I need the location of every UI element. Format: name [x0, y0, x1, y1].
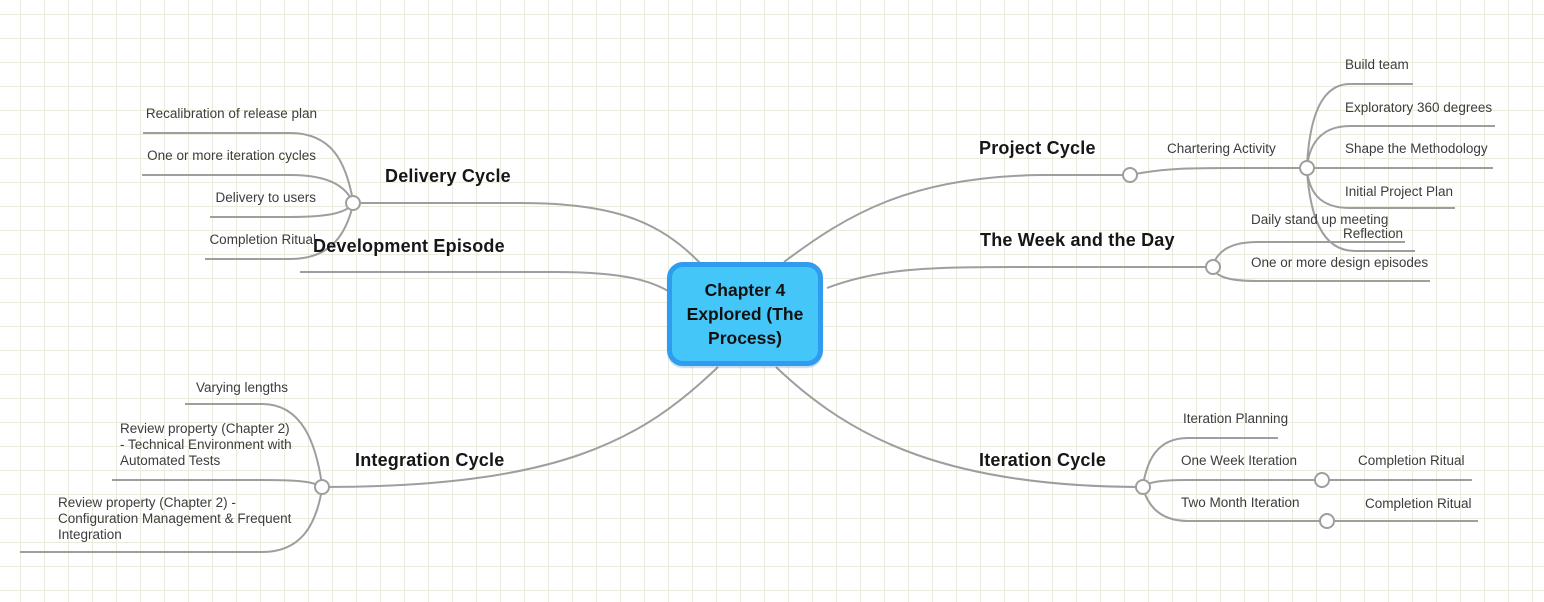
connector-design-episodes: [1212, 268, 1430, 282]
junction-chartering-activity-toggle[interactable]: [1299, 160, 1315, 176]
node-one-or-more-design-episodes[interactable]: One or more design episodes: [1251, 255, 1429, 270]
connector-reflection: [1306, 170, 1415, 252]
node-one-week-iteration[interactable]: One Week Iteration: [1181, 453, 1298, 468]
node-delivery-to-users[interactable]: Delivery to users: [215, 190, 316, 205]
junction-project-cycle-toggle[interactable]: [1122, 167, 1138, 183]
node-two-month-iteration[interactable]: Two Month Iteration: [1181, 495, 1300, 510]
node-exploratory-360-degrees[interactable]: Exploratory 360 degrees: [1345, 100, 1493, 115]
connector-iteration-planning: [1142, 437, 1278, 486]
connector-root-delivery-cycle: [353, 202, 701, 264]
node-completion-ritual-one-week[interactable]: Completion Ritual: [1358, 453, 1465, 468]
node-review-property-technical[interactable]: Review property (Chapter 2) - Technical …: [120, 421, 292, 468]
node-development-episode[interactable]: Development Episode: [313, 236, 505, 256]
node-completion-ritual-delivery[interactable]: Completion Ritual: [209, 232, 316, 247]
junction-delivery-cycle-toggle[interactable]: [345, 195, 361, 211]
junction-integration-cycle-toggle[interactable]: [314, 479, 330, 495]
node-review-property-configuration[interactable]: Review property (Chapter 2) - Configurat…: [58, 495, 292, 542]
connector-review-technical: [112, 479, 323, 488]
connector-root-week-and-day: [826, 266, 1213, 289]
junction-one-week-toggle[interactable]: [1314, 472, 1330, 488]
node-shape-the-methodology[interactable]: Shape the Methodology: [1345, 141, 1488, 156]
connector-root-integration-cycle: [321, 366, 719, 488]
node-integration-cycle[interactable]: Integration Cycle: [355, 450, 505, 470]
junction-iteration-cycle-toggle[interactable]: [1135, 479, 1151, 495]
node-iteration-planning[interactable]: Iteration Planning: [1183, 411, 1289, 426]
connector-completion-ritual-delivery: [205, 204, 354, 260]
node-project-cycle[interactable]: Project Cycle: [979, 138, 1096, 158]
junction-two-month-toggle[interactable]: [1319, 513, 1335, 529]
connector-root-project-cycle: [783, 174, 1130, 263]
node-reflection[interactable]: Reflection: [1343, 226, 1404, 241]
connector-varying-lengths: [185, 403, 323, 486]
node-week-and-day[interactable]: The Week and the Day: [980, 230, 1175, 250]
connector-review-configuration: [20, 488, 323, 553]
connector-recalibration: [143, 132, 354, 202]
node-initial-project-plan[interactable]: Initial Project Plan: [1345, 184, 1454, 199]
connector-chartering-activity: [1129, 167, 1307, 176]
node-one-or-more-iteration-cycles[interactable]: One or more iteration cycles: [147, 148, 316, 163]
connector-build-team: [1306, 83, 1413, 167]
node-completion-ritual-two-month[interactable]: Completion Ritual: [1365, 496, 1472, 511]
node-iteration-cycle[interactable]: Iteration Cycle: [979, 450, 1107, 470]
root-node[interactable]: Chapter 4 Explored (The Process): [667, 262, 823, 366]
node-delivery-cycle[interactable]: Delivery Cycle: [385, 166, 511, 186]
node-build-team[interactable]: Build team: [1345, 57, 1409, 72]
connector-one-week-iteration: [1142, 479, 1472, 488]
node-daily-stand-up-meeting[interactable]: Daily stand up meeting: [1251, 212, 1389, 227]
node-recalibration-of-release-plan[interactable]: Recalibration of release plan: [145, 106, 317, 121]
connector-delivery-to-users: [210, 203, 354, 218]
junction-week-and-day-toggle[interactable]: [1205, 259, 1221, 275]
node-chartering-activity[interactable]: Chartering Activity: [1167, 141, 1276, 156]
connector-root-iteration-cycle: [775, 366, 1144, 488]
connector-root-development-episode: [300, 271, 677, 297]
node-varying-lengths[interactable]: Varying lengths: [196, 380, 289, 395]
